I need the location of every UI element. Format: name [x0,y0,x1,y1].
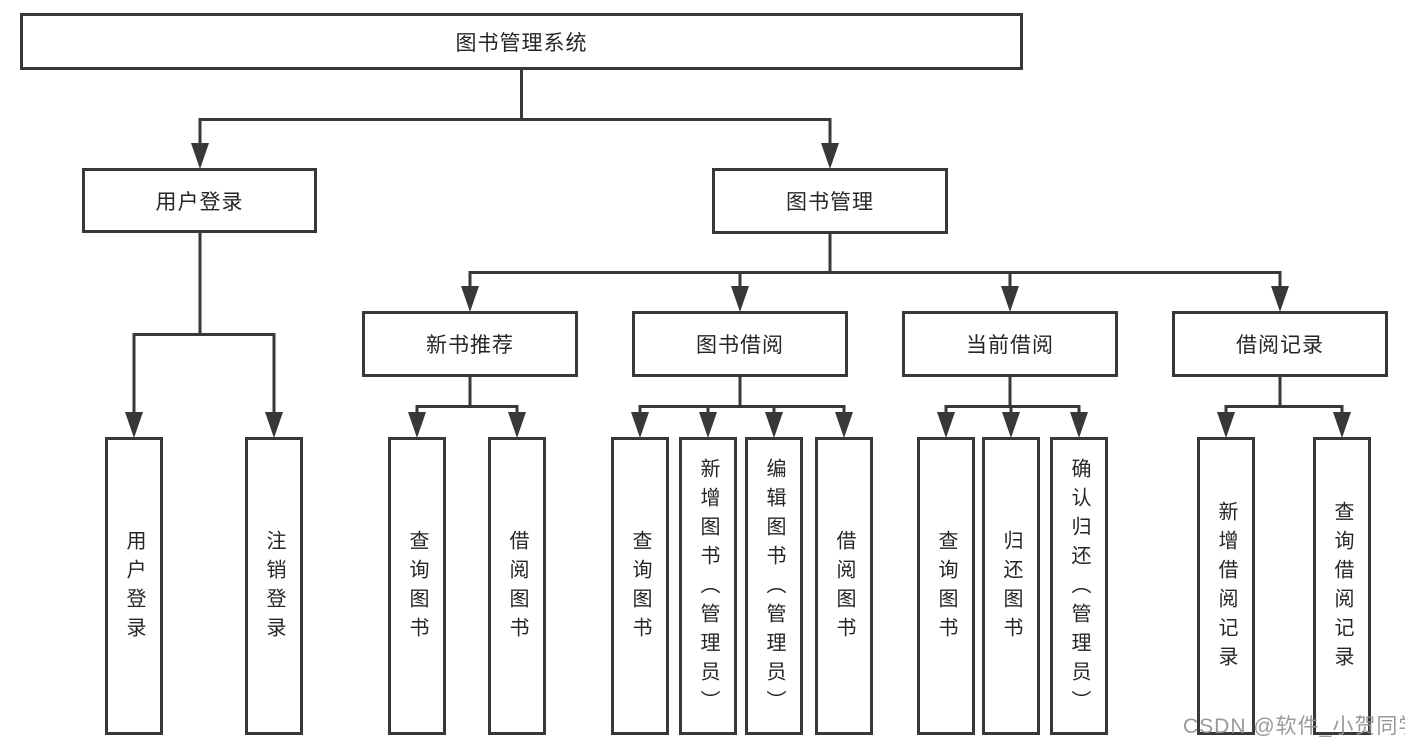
leaf-logout: 注销登录 [245,437,303,735]
node-book-management: 图书管理 [712,168,948,234]
leaf-record-add: 新增借阅记录 [1197,437,1255,735]
node-new-book-recommend: 新书推荐 [362,311,578,377]
leaf-record-query: 查询借阅记录 [1313,437,1371,735]
arrowheads [125,143,1351,438]
connector-new-book-recommend-to-leaves [415,377,519,430]
leaf-borrow-add-books-admin: 新增图书（管理员） [679,437,737,735]
connector-book-borrow-to-leaves [638,377,846,430]
leaf-borrow-query-books: 查询图书 [611,437,669,735]
node-current-borrow: 当前借阅 [902,311,1118,377]
connector-borrow-records-to-leaves [1224,377,1344,430]
leaf-current-return-books: 归还图书 [982,437,1040,735]
leaf-user-login: 用户登录 [105,437,163,735]
node-root: 图书管理系统 [20,13,1023,70]
node-borrow-records: 借阅记录 [1172,311,1388,377]
connector-book-management-to-level3 [468,234,1282,304]
leaf-current-confirm-return-admin: 确认归还（管理员） [1050,437,1108,735]
csdn-watermark: CSDN @软件_小贺同学 [1183,715,1405,738]
leaf-current-query-books: 查询图书 [917,437,975,735]
connector-user-login-to-leaves [132,232,276,430]
leaf-newbook-borrow-books: 借阅图书 [488,437,546,735]
node-book-borrow: 图书借阅 [632,311,848,377]
leaf-borrow-edit-books-admin: 编辑图书（管理员） [745,437,803,735]
leaf-newbook-query-books: 查询图书 [388,437,446,735]
leaf-borrow-borrow-books: 借阅图书 [815,437,873,735]
node-user-login: 用户登录 [82,168,317,233]
connector-root-to-level2 [198,69,832,160]
